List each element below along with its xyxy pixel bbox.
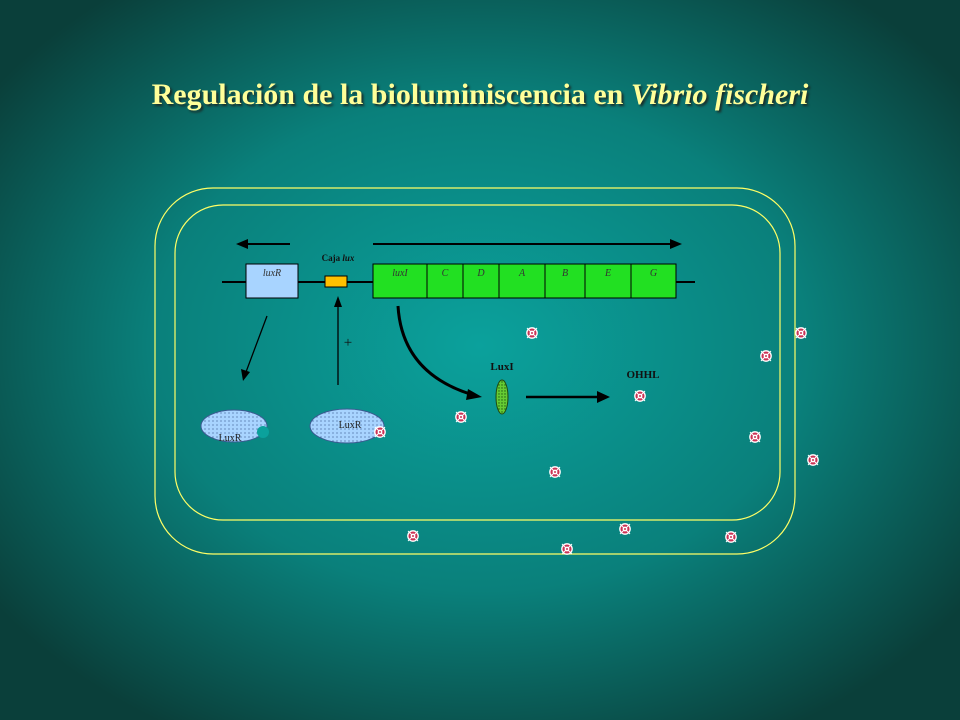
luxR-protein-free-label: LuxR — [219, 433, 242, 444]
operon-gene-label-C: C — [442, 268, 449, 279]
ohhl-molecule-icon — [619, 523, 631, 535]
page-title: Regulación de la bioluminiscencia en Vib… — [151, 78, 809, 111]
luxR-gene-box — [245, 263, 299, 299]
ohhl-molecule-icon — [526, 327, 538, 339]
operon-gene-box-E — [584, 263, 632, 299]
luxR-binding-site-icon — [257, 426, 269, 438]
operon-gene-box-B — [544, 263, 586, 299]
ohhl-molecule-icon — [549, 466, 561, 478]
operon-gene-box-C — [426, 263, 464, 299]
ohhl-molecule-icon — [760, 350, 772, 362]
operon-transcription-arrow — [373, 239, 682, 249]
operon-gene-box-A — [498, 263, 546, 299]
ohhl-synthesis-arrow — [526, 391, 610, 403]
luxR-gene-label: luxR — [263, 268, 281, 279]
activation-arrow — [334, 296, 342, 385]
ohhl-molecule-icon — [374, 426, 386, 438]
caja-lux-label: Caja lux — [322, 253, 355, 263]
ohhl-molecule-icon — [561, 543, 573, 555]
operon-gene-label-E: E — [604, 268, 611, 279]
operon-gene-box-luxI — [372, 263, 428, 299]
luxI-protein-label: LuxI — [490, 361, 513, 373]
lux-operon: luxI C D A B E G — [372, 263, 677, 299]
ohhl-molecule-icon — [749, 431, 761, 443]
ohhl-molecule-icon — [455, 411, 467, 423]
ohhl-molecule-icon — [807, 454, 819, 466]
operon-gene-label-D: D — [476, 268, 485, 279]
operon-gene-label-luxI: luxI — [392, 268, 408, 279]
operon-gene-label-A: A — [518, 268, 526, 279]
luxR-protein-bound — [309, 408, 385, 444]
luxR-translation-arrow — [241, 315, 268, 381]
caja-lux-box — [324, 275, 348, 288]
ohhl-molecule-icon — [634, 390, 646, 402]
ohhl-molecule-icon — [795, 327, 807, 339]
operon-gene-box-G — [630, 263, 677, 299]
operon-gene-label-B: B — [562, 268, 568, 279]
luxI-protein — [495, 379, 509, 415]
ohhl-molecule-icon — [407, 530, 419, 542]
luxR-transcription-arrow — [236, 239, 290, 249]
luxI-translation-arrow — [396, 305, 482, 400]
outer-membrane — [154, 187, 796, 555]
ohhl-molecule-icon — [725, 531, 737, 543]
operon-gene-label-G: G — [650, 268, 657, 279]
activation-plus-sign: + — [344, 335, 352, 351]
ohhl-label: OHHL — [626, 369, 659, 381]
luxR-protein-bound-label: LuxR — [339, 420, 362, 431]
inner-membrane — [174, 204, 781, 521]
luxR-protein-free — [200, 409, 268, 443]
